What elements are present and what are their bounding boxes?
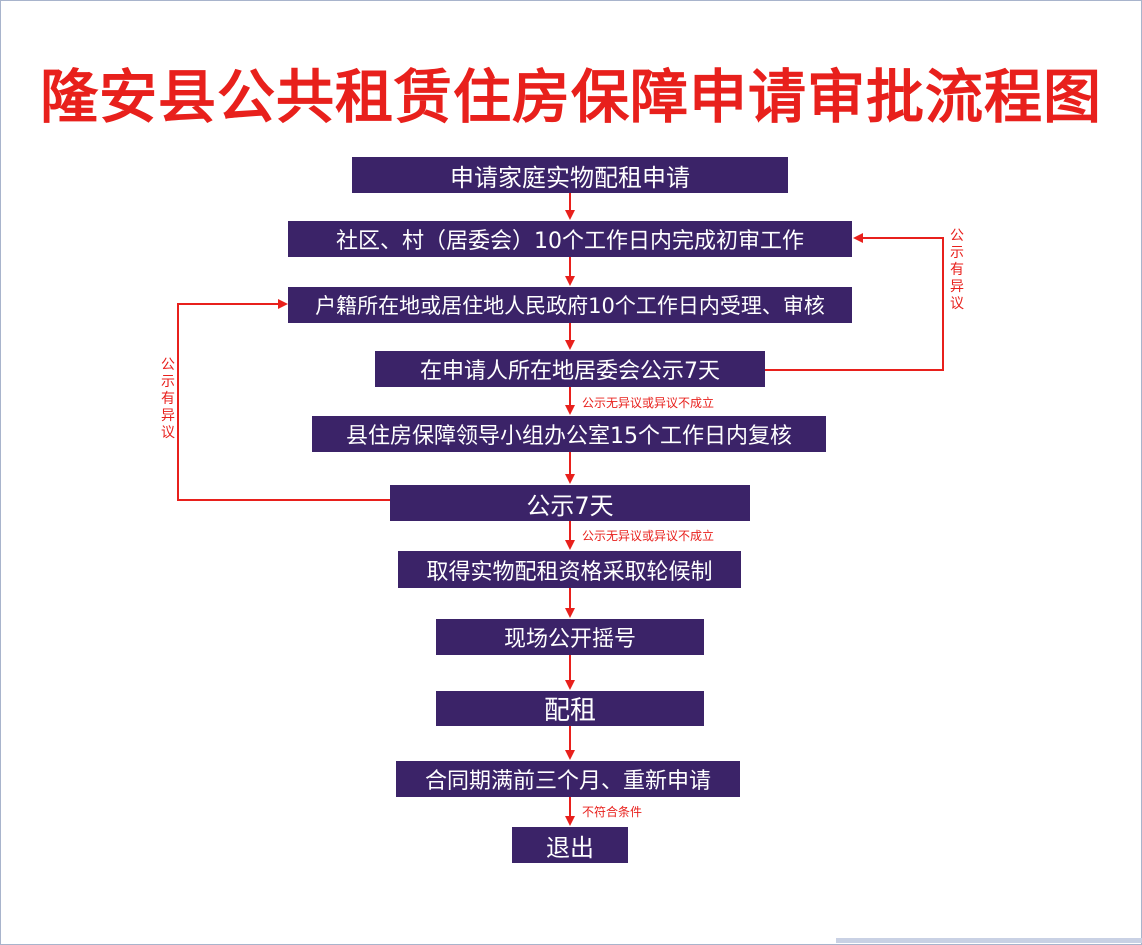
step-county-recheck: 县住房保障领导小组办公室15个工作日内复核 bbox=[312, 416, 826, 452]
bottom-edge-strip bbox=[836, 938, 1142, 943]
step-public-notice-committee: 在申请人所在地居委会公示7天 bbox=[375, 351, 765, 387]
note-objection-right: 公示有异议 bbox=[950, 228, 964, 312]
diagram-title: 隆安县公共租赁住房保障申请审批流程图 bbox=[39, 63, 1102, 131]
step-qualification: 取得实物配租资格采取轮候制 bbox=[398, 551, 741, 588]
step-allocation: 配租 bbox=[436, 691, 704, 726]
step-government-review: 户籍所在地或居住地人民政府10个工作日内受理、审核 bbox=[288, 287, 852, 323]
note-objection-left: 公示有异议 bbox=[161, 357, 175, 441]
step-reapply: 合同期满前三个月、重新申请 bbox=[396, 761, 740, 797]
note-no-objection-2: 公示无异议或异议不成立 bbox=[582, 529, 715, 543]
objection-loop-left bbox=[177, 299, 390, 501]
step-exit: 退出 bbox=[512, 827, 628, 863]
note-no-objection-1: 公示无异议或异议不成立 bbox=[582, 396, 715, 410]
objection-loop-right bbox=[765, 233, 944, 371]
step-public-notice: 公示7天 bbox=[390, 485, 750, 521]
step-lottery: 现场公开摇号 bbox=[436, 619, 704, 655]
step-preliminary-review: 社区、村（居委会）10个工作日内完成初审工作 bbox=[288, 221, 852, 257]
note-not-eligible: 不符合条件 bbox=[582, 805, 643, 819]
step-apply: 申请家庭实物配租申请 bbox=[352, 157, 788, 193]
